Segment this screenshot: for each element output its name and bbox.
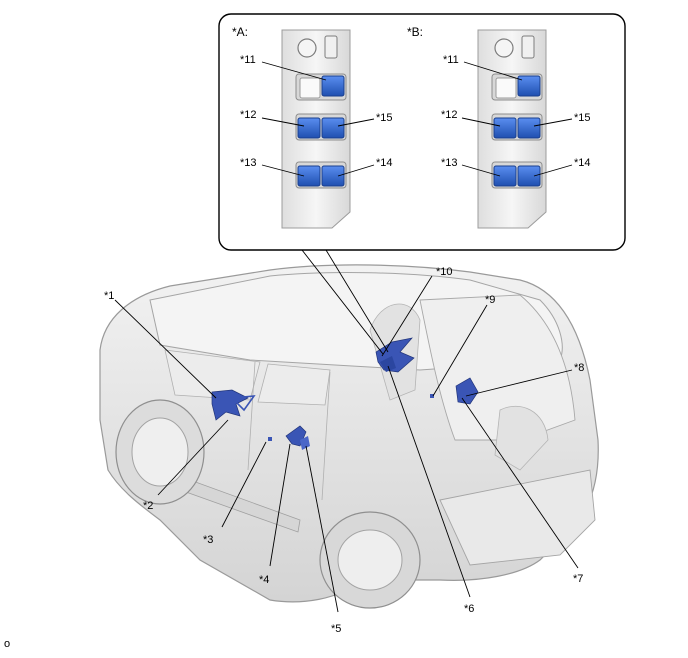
variant-b-callout-11: *11 (443, 54, 459, 66)
variant-a-label: *A: (232, 25, 248, 39)
callout-6: *6 (464, 603, 474, 615)
variant-b-switch-13 (493, 165, 517, 187)
vehicle-leader-lines (114, 275, 579, 613)
variant-a-mirror-knob (297, 38, 317, 58)
callout-7: *7 (573, 573, 583, 585)
variant-a-leaders (261, 61, 375, 177)
variant-a-switch-13 (297, 165, 321, 187)
variant-a-callout-15: *15 (376, 112, 393, 124)
variant-b-lock-button (495, 77, 517, 99)
variant-b-callout-14: *14 (574, 157, 591, 169)
variant-a-switch-12 (297, 117, 321, 139)
rear-wheel (319, 511, 421, 609)
inset-frame (218, 13, 626, 251)
rear-door-component-4 (268, 437, 272, 441)
vehicle-side-windows (164, 349, 331, 406)
variant-b-switch-11 (517, 75, 541, 97)
variant-b-callout-13: *13 (441, 157, 458, 169)
inset-pointer-lines (301, 249, 389, 355)
callout-5: *5 (331, 623, 341, 635)
figure-id: o (4, 638, 11, 650)
callout-4: *4 (259, 574, 269, 586)
rear-component-8 (455, 377, 479, 405)
variant-b: *B: *11 *12 *15 *13 *14 (407, 25, 591, 229)
callout-8: *8 (574, 362, 584, 374)
rear-door-component-5b (300, 436, 310, 450)
vehicle-illustration (99, 264, 599, 609)
switch-detail-inset: *A: *11 *12 *15 *13 *14 *B: (218, 13, 626, 251)
variant-b-lock-switch (521, 35, 535, 59)
callout-9: *9 (485, 294, 495, 306)
variant-b-switch-14 (517, 165, 541, 187)
variant-a-callout-14: *14 (376, 157, 393, 169)
variant-b-callout-15: *15 (574, 112, 591, 124)
variant-a-callout-11: *11 (240, 54, 256, 66)
door-seams (247, 361, 331, 501)
variant-a-switch-15 (321, 117, 345, 139)
rear-component-9 (430, 394, 434, 398)
variant-b-switch-15 (517, 117, 541, 139)
console-component-6 (380, 356, 396, 372)
vehicle-interior-seats (369, 303, 549, 471)
variant-a-callout-13: *13 (240, 157, 257, 169)
variant-b-mirror-knob (494, 38, 514, 58)
vehicle-rear-bumper (439, 469, 596, 566)
callout-2: *2 (143, 500, 153, 512)
variant-a-switch-14 (321, 165, 345, 187)
vehicle-callouts: *1 *2 *3 *4 *5 *6 *7 *8 *9 *10 (104, 266, 584, 635)
vehicle-components (211, 337, 479, 450)
variant-a-lock-switch (324, 35, 338, 59)
front-wheel (115, 399, 205, 505)
variant-b-switch-12 (493, 117, 517, 139)
variant-a: *A: *11 *12 *15 *13 *14 (232, 25, 393, 229)
variant-b-label: *B: (407, 25, 423, 39)
callout-3: *3 (203, 534, 213, 546)
callout-1: *1 (104, 290, 114, 302)
variant-a-lock-button (299, 77, 321, 99)
callout-10: *10 (436, 266, 453, 278)
variant-a-switch-11 (321, 75, 345, 97)
variant-a-callout-12: *12 (240, 109, 257, 121)
variant-b-leaders (461, 61, 573, 177)
variant-b-callout-12: *12 (441, 109, 458, 121)
front-door-component-2 (230, 395, 256, 412)
